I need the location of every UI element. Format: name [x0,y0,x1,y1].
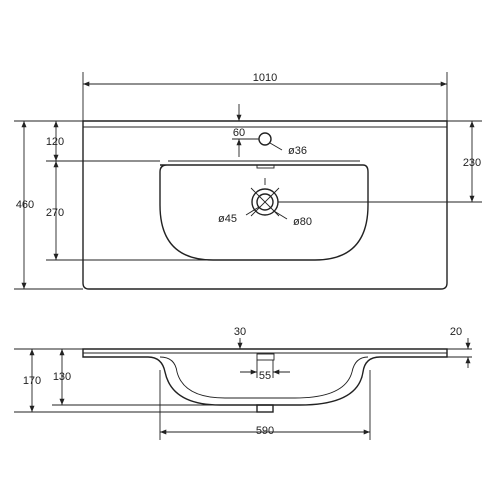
overflow-slot [256,164,275,169]
drain-inner-diameter-label: ø45 [218,213,237,225]
drain-inner-leader [245,206,260,216]
width-label: 1010 [253,72,277,84]
side-bowl-width-label: 590 [256,425,274,437]
tap-hole [258,132,272,146]
tap-hole-leader [269,142,283,151]
top-view: 1010 460 120 270 230 60 ø36 ø45 ø80 [14,72,482,290]
drain-offset-label: 230 [463,157,481,169]
side-top-thickness-label: 30 [234,326,246,338]
drain-outer-diameter-label: ø80 [293,216,312,228]
side-countertop [82,348,448,406]
side-overflow [256,353,275,361]
side-view: 30 20 170 130 55 590 [14,326,472,440]
tap-hole-offset-label: 60 [233,127,245,139]
bowl-outline [159,164,369,261]
bowl-depth-label: 270 [46,207,64,219]
tap-hole-diameter-label: ø36 [288,145,307,157]
side-drain-pipe [256,404,274,413]
side-drain-width-label: 55 [259,370,271,382]
depth-label: 460 [16,199,34,211]
side-height-label: 170 [23,375,41,387]
side-bowl-inner [159,356,369,399]
side-edge-thickness-label: 20 [450,326,462,338]
tap-offset-label: 120 [46,136,64,148]
drain-outer-leader [273,210,288,220]
drain-inner-circle [256,193,274,211]
drain-cross-b [250,187,280,217]
countertop-outline [82,120,448,290]
side-bowl-height-label: 130 [53,371,71,383]
